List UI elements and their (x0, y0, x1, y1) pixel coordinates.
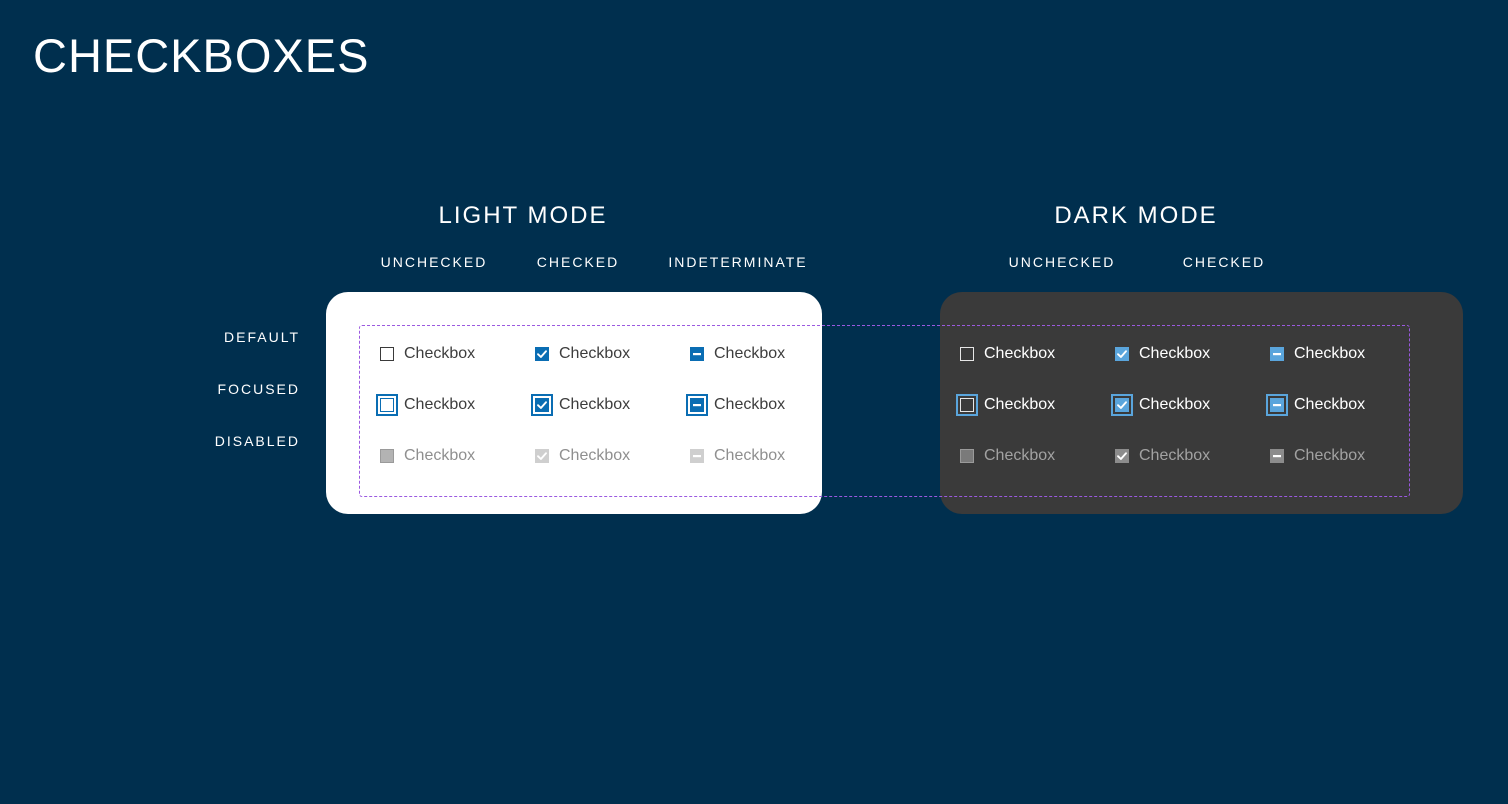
row-label-disabled: DISABLED (214, 433, 300, 449)
checkbox-box-icon (960, 449, 974, 463)
checkbox-label: Checkbox (1139, 396, 1211, 413)
checkbox-box-icon (960, 347, 974, 361)
row-label-focused: FOCUSED (217, 381, 300, 397)
checkbox-label: Checkbox (1294, 396, 1366, 413)
light-mode-title: LIGHT MODE (438, 202, 608, 229)
light-checkbox-indeterminate-focused[interactable]: Checkbox (686, 393, 786, 417)
dark-checkbox-unchecked-focused[interactable]: Checkbox (956, 393, 1056, 417)
minus-icon (690, 347, 704, 361)
dark-checkbox-checked-default[interactable]: Checkbox (1115, 342, 1210, 366)
checkbox-box-icon (380, 449, 394, 463)
minus-icon (686, 394, 708, 416)
light-checkbox-checked-default[interactable]: Checkbox (535, 342, 630, 366)
dark-mode-panel (940, 292, 1463, 514)
checkmark-icon (1115, 449, 1129, 463)
checkbox-label: Checkbox (1139, 345, 1211, 362)
checkbox-label: Checkbox (559, 345, 631, 362)
dark-checkbox-unchecked-default[interactable]: Checkbox (960, 342, 1055, 366)
checkbox-label: Checkbox (984, 396, 1056, 413)
page-title: CHECKBOXES (33, 29, 370, 82)
checkbox-box-icon (380, 347, 394, 361)
dark-mode-title: DARK MODE (1054, 202, 1218, 229)
checkbox-label: Checkbox (559, 447, 631, 464)
checkbox-label: Checkbox (1294, 345, 1366, 362)
light-checkbox-indeterminate-disabled: Checkbox (690, 444, 785, 468)
checkbox-label: Checkbox (404, 345, 476, 362)
light-checkbox-indeterminate-default[interactable]: Checkbox (690, 342, 785, 366)
dark-checkbox-checked-focused[interactable]: Checkbox (1111, 393, 1211, 417)
checkbox-label: Checkbox (404, 396, 476, 413)
row-label-default: DEFAULT (224, 329, 300, 345)
dark-checkbox-unchecked-disabled: Checkbox (960, 444, 1055, 468)
minus-icon (1270, 347, 1284, 361)
checkbox-label: Checkbox (1139, 447, 1211, 464)
dark-checkbox-indeterminate-disabled: Checkbox (1270, 444, 1365, 468)
dark-checkbox-indeterminate-default[interactable]: Checkbox (1270, 342, 1365, 366)
checkbox-box-icon (956, 394, 978, 416)
checkbox-label: Checkbox (714, 447, 786, 464)
light-checkbox-unchecked-default[interactable]: Checkbox (380, 342, 475, 366)
minus-icon (690, 449, 704, 463)
checkbox-label: Checkbox (404, 447, 476, 464)
dark-checkbox-indeterminate-focused[interactable]: Checkbox (1266, 393, 1366, 417)
minus-icon (1266, 394, 1288, 416)
checkbox-label: Checkbox (714, 396, 786, 413)
checkbox-box-icon (376, 394, 398, 416)
light-checkbox-checked-focused[interactable]: Checkbox (531, 393, 631, 417)
light-checkbox-unchecked-focused[interactable]: Checkbox (376, 393, 476, 417)
light-mode-panel (326, 292, 822, 514)
checkbox-label: Checkbox (984, 447, 1056, 464)
checkmark-icon (1111, 394, 1133, 416)
checkmark-icon (531, 394, 553, 416)
minus-icon (1270, 449, 1284, 463)
checkmark-icon (1115, 347, 1129, 361)
light-checkbox-unchecked-disabled: Checkbox (380, 444, 475, 468)
dark-checkbox-checked-disabled: Checkbox (1115, 444, 1210, 468)
checkmark-icon (535, 449, 549, 463)
dark-col-checked-header: CHECKED (1182, 254, 1266, 270)
checkmark-icon (535, 347, 549, 361)
checkbox-label: Checkbox (559, 396, 631, 413)
light-col-unchecked-header: UNCHECKED (380, 254, 488, 270)
checkbox-label: Checkbox (714, 345, 786, 362)
checkbox-label: Checkbox (1294, 447, 1366, 464)
dark-col-unchecked-header: UNCHECKED (1008, 254, 1116, 270)
light-col-indeterminate-header: INDETERMINATE (668, 254, 808, 270)
checkbox-label: Checkbox (984, 345, 1056, 362)
light-checkbox-checked-disabled: Checkbox (535, 444, 630, 468)
light-col-checked-header: CHECKED (536, 254, 620, 270)
